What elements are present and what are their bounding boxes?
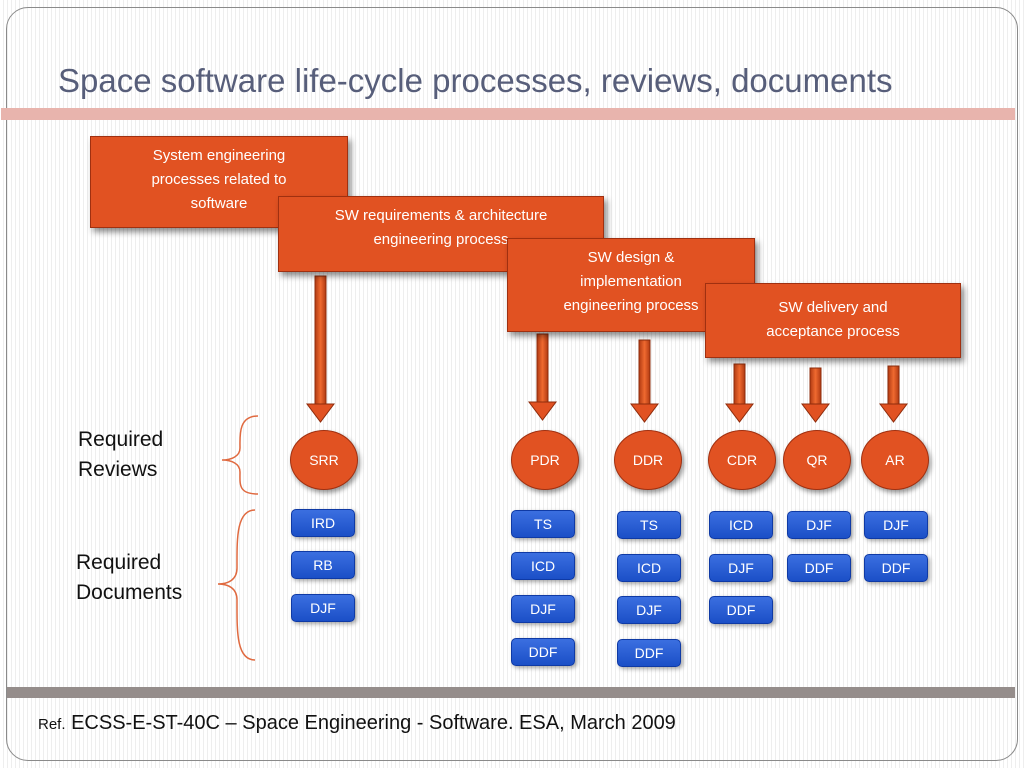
reference-prefix: Ref. xyxy=(38,716,66,733)
document-ar-djf: DJF xyxy=(864,511,928,539)
document-cdr-icd: ICD xyxy=(709,511,773,539)
document-ar-ddf: DDF xyxy=(864,554,928,582)
document-ddr-ts: TS xyxy=(617,511,681,539)
side-label-line: Documents xyxy=(76,581,183,604)
review-ddr: DDR xyxy=(614,430,682,490)
slide-frame xyxy=(6,7,1018,761)
document-ddr-icd: ICD xyxy=(617,554,681,582)
process-line: SW requirements & architecture xyxy=(334,207,548,224)
reference-citation: Ref. ECSS-E-ST-40C – Space Engineering -… xyxy=(38,712,676,735)
process-line: SW delivery and xyxy=(778,299,888,316)
footer-divider-band xyxy=(7,687,1015,698)
arrow-srr xyxy=(306,275,335,423)
document-pdr-icd: ICD xyxy=(511,552,575,580)
document-pdr-ts: TS xyxy=(511,510,575,538)
slide-title: Space software life-cycle processes, rev… xyxy=(58,62,893,99)
document-cdr-ddf: DDF xyxy=(709,596,773,624)
document-cdr-djf: DJF xyxy=(709,554,773,582)
document-pdr-djf: DJF xyxy=(511,595,575,623)
process-line: engineering process xyxy=(563,297,699,314)
process-line: processes related to xyxy=(151,171,287,188)
documents-brace xyxy=(217,509,256,661)
arrow-cdr xyxy=(725,363,754,423)
review-ar: AR xyxy=(861,430,929,490)
document-qr-ddf: DDF xyxy=(787,554,851,582)
arrow-ar xyxy=(879,365,908,423)
process-box-system-engineering: System engineering processes related to … xyxy=(90,136,348,228)
document-ddr-ddf: DDF xyxy=(617,639,681,667)
process-box-sw-delivery: SW delivery and acceptance process xyxy=(705,283,961,358)
process-line: software xyxy=(190,195,248,212)
reviews-brace xyxy=(221,415,259,495)
required-reviews-label: Required Reviews xyxy=(78,425,163,485)
document-srr-djf: DJF xyxy=(291,594,355,622)
process-line: implementation xyxy=(580,273,682,290)
required-documents-label: Required Documents xyxy=(76,548,182,608)
side-label-line: Required xyxy=(78,428,164,451)
document-qr-djf: DJF xyxy=(787,511,851,539)
title-divider-band xyxy=(1,108,1015,120)
process-line: acceptance process xyxy=(766,323,900,340)
side-label-line: Reviews xyxy=(78,458,158,481)
review-srr: SRR xyxy=(290,430,358,490)
process-line: engineering process xyxy=(373,231,509,248)
process-line: SW design & xyxy=(587,249,675,266)
arrow-ddr xyxy=(630,339,659,423)
review-pdr: PDR xyxy=(511,430,579,490)
document-srr-ird: IRD xyxy=(291,509,355,537)
side-label-line: Required xyxy=(76,551,162,574)
arrow-qr xyxy=(801,367,830,423)
document-srr-rb: RB xyxy=(291,551,355,579)
reference-text: ECSS-E-ST-40C – Space Engineering - Soft… xyxy=(65,712,676,734)
review-cdr: CDR xyxy=(708,430,776,490)
process-line: System engineering xyxy=(152,147,286,164)
arrow-pdr xyxy=(528,333,557,421)
document-pdr-ddf: DDF xyxy=(511,638,575,666)
review-qr: QR xyxy=(783,430,851,490)
document-ddr-djf: DJF xyxy=(617,596,681,624)
